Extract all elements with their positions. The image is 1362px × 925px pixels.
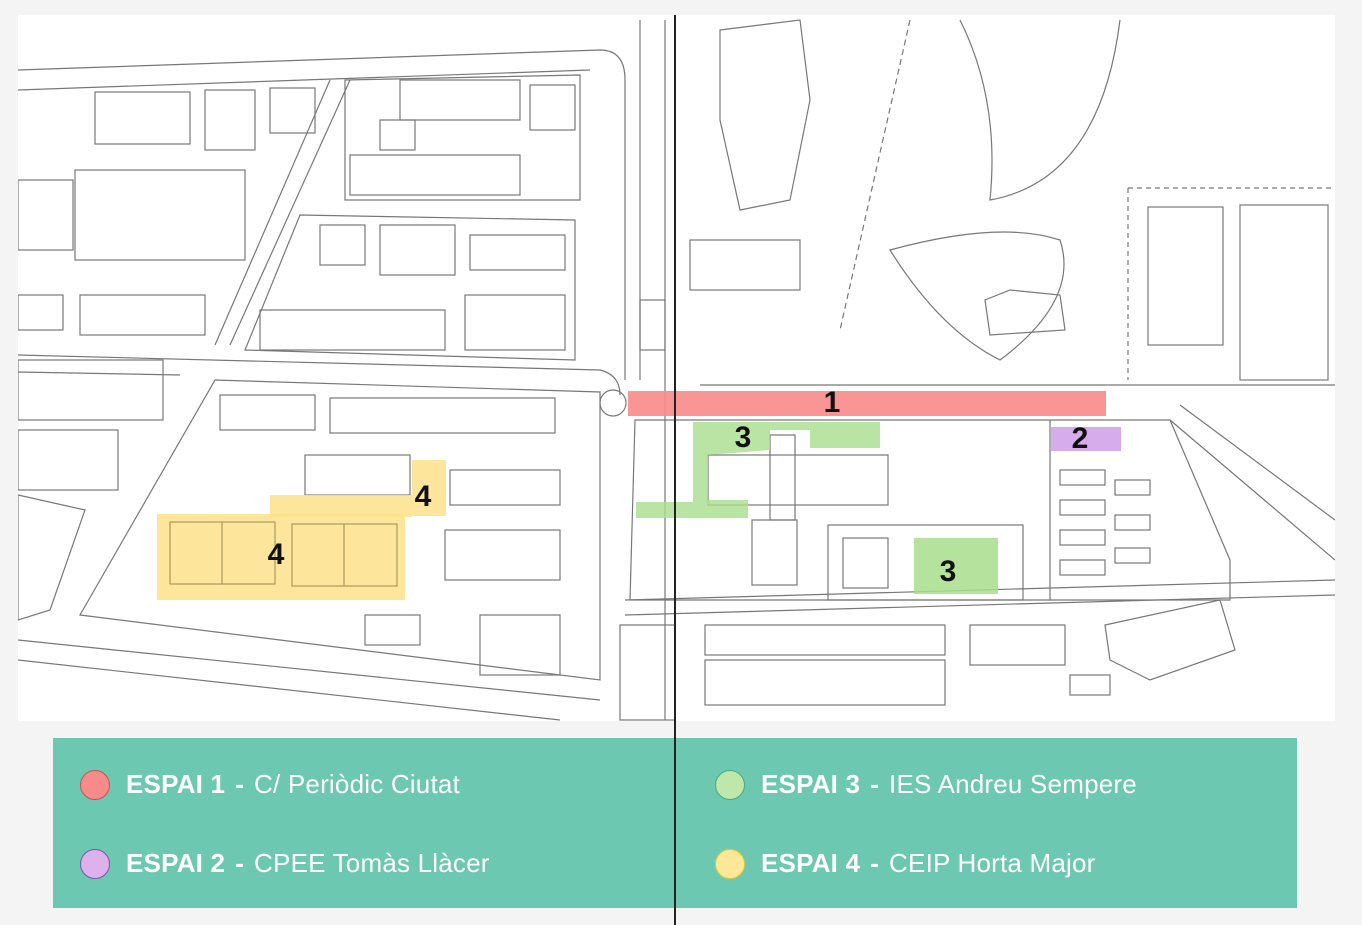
zone-label-1: 1	[824, 386, 841, 419]
map-drawing: 1 2 3 3 4 4	[18, 19, 1335, 721]
zone-espai-2	[1051, 427, 1121, 451]
purple-dot-icon	[80, 848, 110, 879]
legend-item-espai-2: ESPAI 2-CPEE Tomàs Llàcer	[80, 848, 490, 879]
zone-espai-1	[628, 391, 1106, 416]
zone-label-4b: 4	[268, 538, 285, 571]
zone-espai-3-building	[636, 422, 880, 518]
legend-item-espai-4: ESPAI 4-CEIP Horta Major	[715, 848, 1096, 879]
legend-separator: -	[235, 848, 245, 878]
legend-separator: -	[870, 848, 880, 878]
zone-espai-4-path	[270, 495, 412, 517]
legend-code: ESPAI 4	[761, 848, 861, 878]
legend-name: CPEE Tomàs Llàcer	[254, 848, 490, 878]
legend-code: ESPAI 3	[761, 769, 861, 799]
zone-label-2: 2	[1072, 422, 1089, 455]
zone-label-3a: 3	[735, 421, 752, 454]
yellow-dot-icon	[715, 848, 745, 879]
legend-name: IES Andreu Sempere	[889, 769, 1137, 799]
green-dot-icon	[715, 769, 745, 800]
zone-label-3b: 3	[940, 555, 957, 588]
legend-name: CEIP Horta Major	[889, 848, 1096, 878]
legend-item-espai-1: ESPAI 1-C/ Periòdic Ciutat	[80, 769, 460, 800]
legend-separator: -	[870, 769, 880, 799]
red-dot-icon	[80, 769, 110, 800]
legend-name: C/ Periòdic Ciutat	[254, 769, 460, 799]
zone-espai-3-court	[914, 538, 998, 594]
legend-separator: -	[235, 769, 245, 799]
legend-code: ESPAI 2	[126, 848, 226, 878]
zone-espai-4-building	[412, 460, 446, 516]
legend-code: ESPAI 1	[126, 769, 226, 799]
site-map: 1 2 3 3 4 4	[18, 15, 1335, 721]
zone-label-4a: 4	[415, 480, 432, 513]
legend-item-espai-3: ESPAI 3-IES Andreu Sempere	[715, 769, 1137, 800]
page-fold-line	[674, 15, 676, 925]
